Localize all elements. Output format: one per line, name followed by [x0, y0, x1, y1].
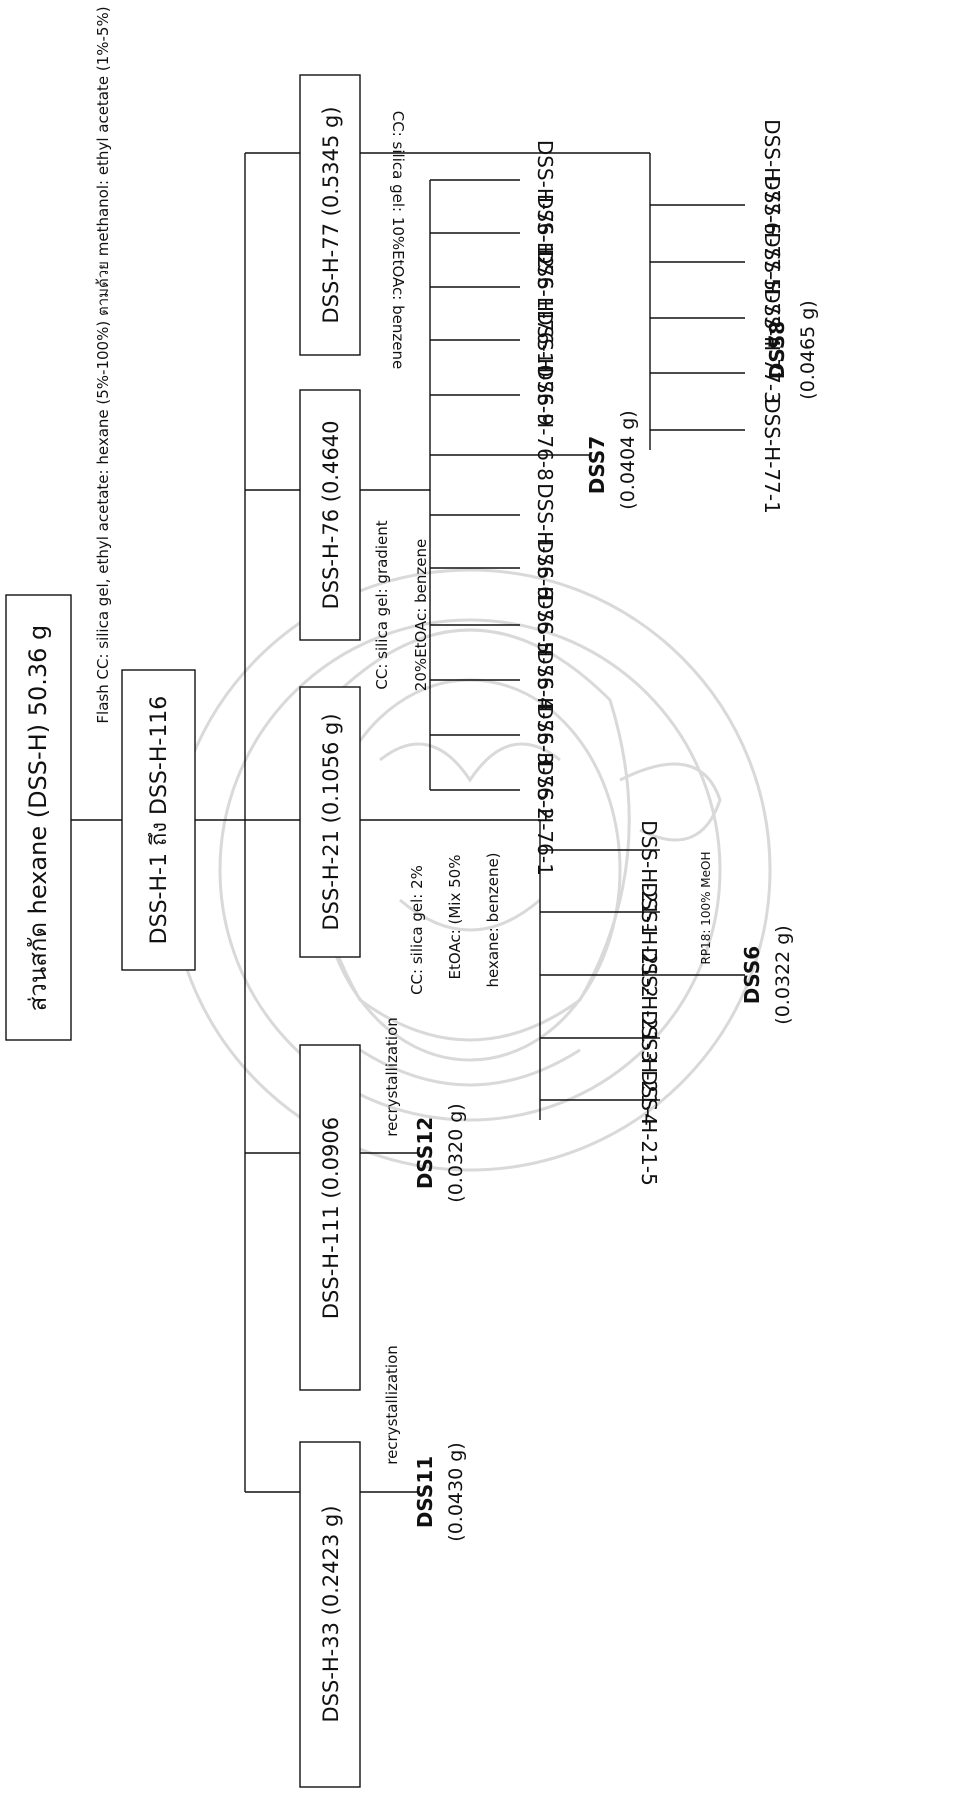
- subfraction-group-h76: DSS-H-76-1DSS-H-76-2DSS-H-76-3DSS-H-76-4…: [533, 140, 557, 876]
- compound-dss8-mass: (0.0465 g): [797, 300, 819, 399]
- subfraction-group-h21: DSS-H-21-1DSS-H-21-2DSS-H-21-3DSS-H-21-4…: [637, 820, 661, 1186]
- subfraction-group-h77: DSS-H-77-1DSS-H-77-3DSS-H-77-4DSS-H-77-5…: [760, 119, 784, 514]
- compound-dss7-mass: (0.0404 g): [617, 410, 639, 509]
- fraction-label-h111: DSS-H-111 (0.0906: [319, 1117, 343, 1319]
- subfraction-label: DSS-H-77-1: [760, 398, 784, 514]
- compound-dss12-mass: (0.0320 g): [445, 1103, 467, 1202]
- compound-dss6-mass: (0.0322 g): [772, 925, 794, 1024]
- compound-dss11-mass: (0.0430 g): [445, 1442, 467, 1541]
- fraction-label-h33: DSS-H-33 (0.2423 g): [319, 1505, 343, 1722]
- subfraction-label: DSS-H-77-6: [760, 119, 784, 235]
- subfraction-label: DSS-H-76-6: [533, 483, 557, 599]
- cc-note-h21-line3: hexane: benzene): [484, 852, 502, 987]
- compound-dss12-name: DSS12: [413, 1117, 437, 1189]
- recrystallization-note-h111: recrystallization: [383, 1017, 401, 1137]
- fraction-label-h76: DSS-H-76 (0.4640: [319, 421, 343, 610]
- cc-note-h21-line2: EtOAc: (Mix 50%: [446, 855, 464, 980]
- compound-dss6-name: DSS6: [740, 946, 764, 1004]
- cc-note-h76-line1: CC: silica gel: gradient: [373, 520, 391, 689]
- rp18-note: RP18: 100% MeOH: [699, 851, 713, 964]
- subfraction-label: DSS-H-76-12: [533, 140, 557, 268]
- cc-note-h76-line2: 20%EtOAc: benzene: [412, 539, 430, 691]
- compound-dss7-name: DSS7: [585, 436, 609, 494]
- cc-note-h21-line1: CC: silica gel: 2%: [408, 865, 426, 995]
- root-label: ส่วนสกัด hexane (DSS-H) 50.36 g: [24, 625, 52, 1012]
- subfraction-label: DSS-H-21-5: [637, 1070, 661, 1186]
- flash-cc-note: Flash CC: silica gel, ethyl acetate: hex…: [94, 6, 112, 723]
- compound-dss11-name: DSS11: [413, 1456, 437, 1528]
- recrystallization-note-h33: recrystallization: [383, 1345, 401, 1465]
- fraction-range-label: DSS-H-1 ถึง DSS-H-116: [147, 696, 172, 945]
- node-boxes: [6, 75, 360, 1787]
- fraction-label-h77: DSS-H-77 (0.5345 g): [319, 106, 343, 323]
- cc-note-h77: CC: silica gel: 10%EtOAc: benzene: [389, 111, 407, 369]
- university-seal-watermark: [170, 570, 770, 1170]
- fraction-label-h21: DSS-H-21 (0.1056 g): [319, 713, 343, 930]
